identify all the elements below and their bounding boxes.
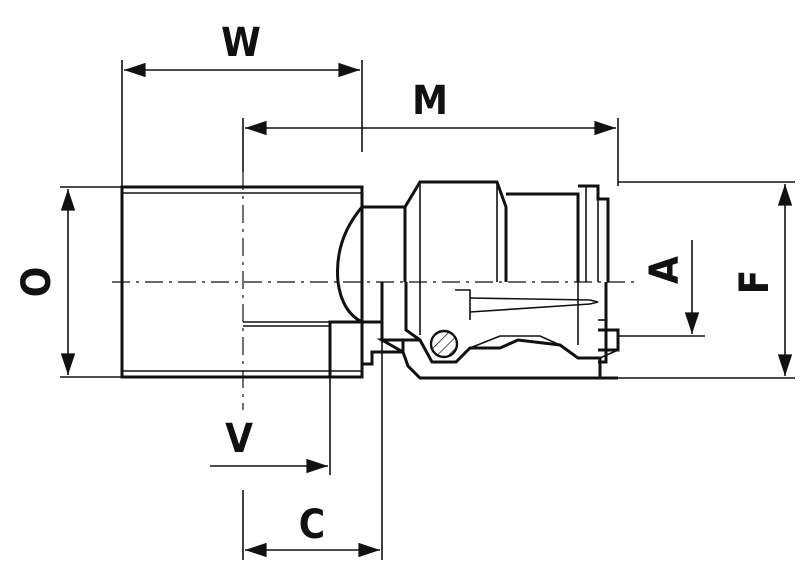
label-a: A: [642, 256, 688, 284]
dimension-lines: [60, 62, 793, 558]
label-w: W: [221, 20, 261, 66]
label-v: V: [225, 416, 253, 462]
union-nut: [403, 180, 620, 380]
label-o: O: [14, 267, 60, 298]
neck: [336, 187, 405, 324]
label-c: C: [299, 502, 325, 548]
label-m: M: [412, 78, 448, 124]
label-f: F: [732, 270, 778, 295]
extension-lines: [60, 60, 795, 560]
section-view: [328, 320, 602, 380]
